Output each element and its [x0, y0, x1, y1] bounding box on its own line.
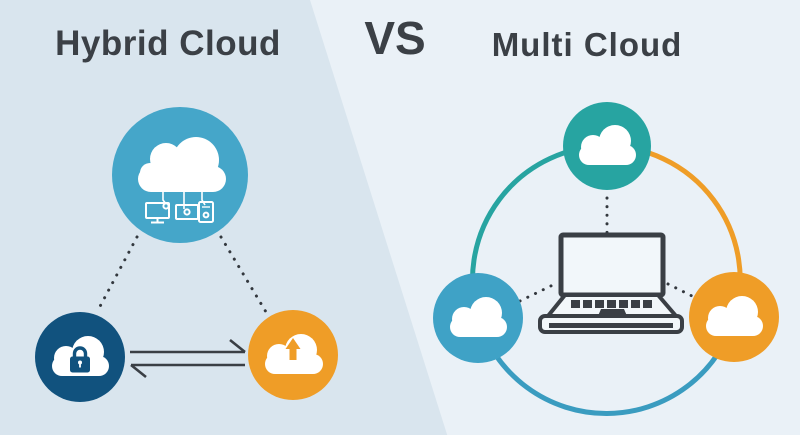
phone-icon: [198, 201, 214, 223]
orange-cloud-icon: [706, 296, 763, 336]
teal-cloud-icon: [579, 125, 636, 165]
laptop-base-stripe: [549, 323, 673, 328]
exchange-arrows-icon: [130, 338, 246, 379]
blue-cloud-icon: [450, 297, 507, 337]
big-cloud-shape: [138, 137, 226, 192]
dotted-line-right: [219, 235, 268, 314]
laptop-icon: [538, 232, 684, 334]
dotted-line-left: [518, 281, 559, 303]
upload-arrow-icon: [285, 338, 301, 360]
hybrid-cloud-diagram: [35, 107, 338, 402]
locked-cloud-icon: [52, 336, 109, 376]
multi-orange-cloud-node: [689, 272, 779, 362]
monitor-icon: [145, 202, 170, 224]
hybrid-dotted-connectors: [95, 235, 268, 314]
dotted-line-left: [95, 235, 139, 314]
padlock-icon: [70, 346, 90, 373]
public-cloud-node: [248, 310, 338, 400]
arrow-right-head: [229, 338, 246, 354]
multi-cloud-diagram: [433, 102, 779, 417]
arrow-left-head: [130, 363, 147, 379]
hybrid-main-cloud-node: [112, 107, 248, 243]
blue-arc: [475, 314, 738, 417]
private-cloud-node: [35, 312, 125, 402]
upload-cloud-icon: [265, 334, 323, 374]
multi-cloud-title: Multi Cloud: [491, 26, 683, 63]
vs-label: VS: [364, 12, 426, 64]
multi-dotted-connectors: [518, 196, 696, 303]
laptop-screen: [558, 232, 666, 298]
dotted-line-right: [666, 282, 696, 299]
multi-teal-cloud-node: [563, 102, 651, 190]
multi-blue-cloud-node: [433, 273, 523, 363]
cloud-with-connected-devices-icon: [138, 137, 226, 224]
hybrid-cloud-title: Hybrid Cloud: [55, 24, 281, 63]
